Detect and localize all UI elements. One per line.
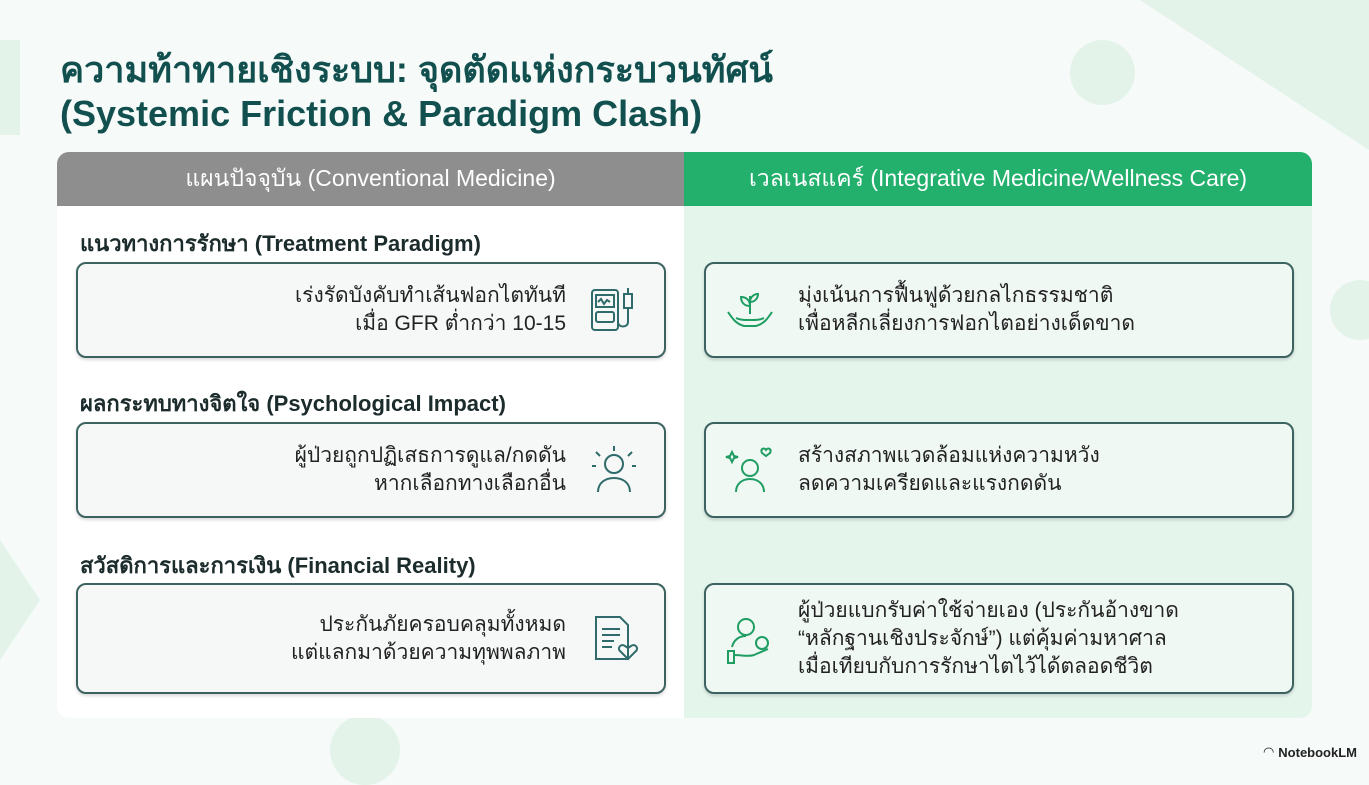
section-label: สวัสดิการและการเงิน (Financial Reality) <box>80 553 476 578</box>
header-conventional: แผนปัจจุบัน (Conventional Medicine) <box>57 152 684 206</box>
decor-shape <box>0 40 20 135</box>
card-text: ผู้ป่วยแบกรับค่าใช้จ่ายเอง (ประกันอ้างขา… <box>798 598 1179 622</box>
wellness-card: ผู้ป่วยแบกรับค่าใช้จ่ายเอง (ประกันอ้างขา… <box>704 583 1294 694</box>
notebooklm-logo: ◠NotebookLM <box>1263 744 1357 760</box>
card-text: หากเลือกทางเลือกอื่น <box>374 472 566 495</box>
decor-shape <box>1330 280 1369 340</box>
decor-shape <box>1070 40 1135 105</box>
conventional-card: ผู้ป่วยถูกปฏิเสธการดูแล/กดดันหากเลือกทาง… <box>76 422 666 518</box>
notebooklm-icon: ◠ <box>1262 744 1275 759</box>
title-thai: ความท้าทายเชิงระบบ: จุดตัดแห่งกระบวนทัศน… <box>60 49 773 90</box>
section-label: ผลกระทบทางจิตใจ (Psychological Impact) <box>80 391 506 416</box>
dialysis-machine-icon <box>591 288 633 331</box>
card-text: ผู้ป่วยถูกปฏิเสธการดูแล/กดดัน <box>294 444 566 467</box>
card-text: มุ่งเน้นการฟื้นฟูด้วยกลไกธรรมชาติ <box>798 284 1114 307</box>
happy-person-icon <box>725 447 772 493</box>
comparison-table: แผนปัจจุบัน (Conventional Medicine) เวลเ… <box>57 152 1312 718</box>
conventional-card: เร่งรัดบังคับทำเส้นฟอกไตทันทีเมื่อ GFR ต… <box>76 262 666 358</box>
broken-heart-document-icon <box>595 615 639 660</box>
card-text: สร้างสภาพแวดล้อมแห่งความหวัง <box>798 444 1100 467</box>
card-text: “หลักฐานเชิงประจักษ์”) แต่คุ้มค่ามหาศาล <box>798 626 1167 650</box>
wellness-card: มุ่งเน้นการฟื้นฟูด้วยกลไกธรรมชาติเพื่อหล… <box>704 262 1294 358</box>
decor-shape <box>1140 0 1369 150</box>
conventional-card: ประกันภัยครอบคลุมทั้งหมดแต่แลกมาด้วยความ… <box>76 583 666 694</box>
decor-shape <box>330 715 400 785</box>
card-text: เร่งรัดบังคับทำเส้นฟอกไตทันที <box>294 284 566 307</box>
decor-shape <box>0 540 40 660</box>
card-text: ประกันภัยครอบคลุมทั้งหมด <box>319 612 566 636</box>
header-wellness: เวลเนสแคร์ (Integrative Medicine/Wellnes… <box>684 152 1312 206</box>
card-text: ลดความเครียดและแรงกดดัน <box>798 472 1062 495</box>
plant-in-hands-icon <box>727 292 773 327</box>
wellness-card: สร้างสภาพแวดล้อมแห่งความหวังลดความเครียด… <box>704 422 1294 518</box>
card-text: แต่แลกมาด้วยความทุพพลภาพ <box>290 640 566 664</box>
stressed-person-icon <box>592 446 636 493</box>
card-text: เมื่อเทียบกับการรักษาไตไว้ได้ตลอดชีวิต <box>798 654 1153 678</box>
brand-label: NotebookLM <box>1278 744 1357 760</box>
title-english: (Systemic Friction & Paradigm Clash) <box>60 93 703 134</box>
section-label: แนวทางการรักษา (Treatment Paradigm) <box>80 231 481 256</box>
person-money-hand-icon <box>727 617 769 664</box>
page-title: ความท้าทายเชิงระบบ: จุดตัดแห่งกระบวนทัศน… <box>60 48 773 136</box>
card-text: เพื่อหลีกเลี่ยงการฟอกไตอย่างเด็ดขาด <box>798 312 1136 335</box>
card-text: เมื่อ GFR ต่ำกว่า 10-15 <box>355 312 566 335</box>
